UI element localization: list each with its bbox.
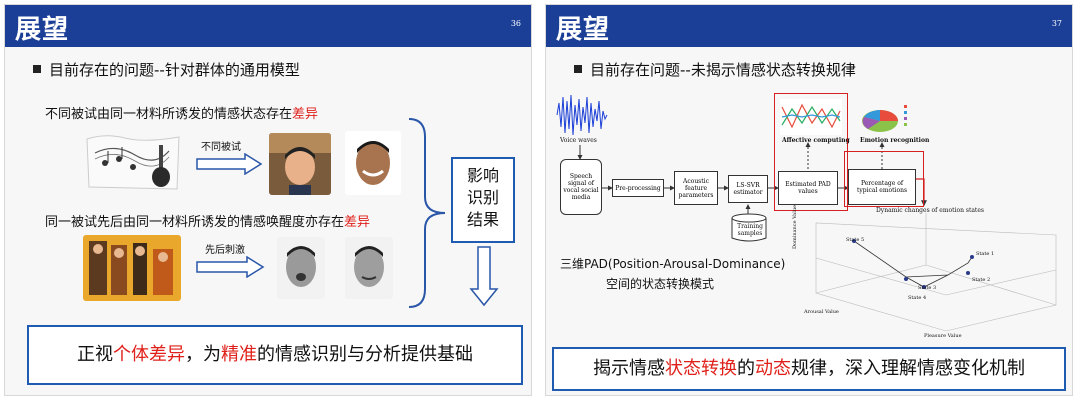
- pad-description-line-2: 空间的状态转换模式: [606, 277, 715, 291]
- bracket-icon: [408, 118, 446, 308]
- observation-1-highlight: 差异: [292, 107, 319, 122]
- subject-a-photo: [269, 133, 331, 195]
- bullet-point: 目前存在的问题--针对群体的通用模型: [33, 59, 300, 80]
- slide-36: 展望 36 目前存在的问题--针对群体的通用模型 不同被试由同一材料所诱发的情感…: [4, 4, 532, 396]
- voice-waveform-icon: [556, 94, 608, 136]
- bullet-point: 目前存在问题--未揭示情感状态转换规律: [574, 59, 856, 80]
- bullet-square-icon: [33, 65, 41, 73]
- affective-computing-thumbnail: [780, 99, 842, 135]
- impact-line-2: 识别: [466, 188, 499, 207]
- conclusion-highlight: 动态: [755, 358, 791, 379]
- slide-title: 展望: [556, 15, 611, 45]
- voice-waves-label: Voice waves: [560, 137, 597, 144]
- conclusion-part: 规律，深入理解情感变化机制: [791, 358, 1025, 379]
- flow-speech-signal: Speech signal of vocal social media: [560, 159, 602, 215]
- conclusion-part: 的: [737, 358, 755, 379]
- music-stimulus-image: [86, 135, 180, 190]
- state-2-label: State 2: [972, 277, 991, 283]
- page-number: 37: [1051, 19, 1062, 28]
- dynamic-changes-caption: Dynamic changes of emotion states: [876, 207, 984, 214]
- title-bar: 展望 37: [546, 5, 1072, 47]
- movie-poster-image: [83, 235, 181, 301]
- flow-preprocessing: Pre-processing: [612, 179, 664, 197]
- slide-37: 展望 37 目前存在问题--未揭示情感状态转换规律 Voice waves Sp…: [545, 4, 1073, 396]
- emotion-recognition-pie-thumbnail: [862, 105, 907, 132]
- flow-connectors: [577, 142, 927, 217]
- flow-estimated-pad: Estimated PAD values: [778, 171, 838, 205]
- state-4-label: State 4: [908, 295, 927, 301]
- arrow-2-label: 先后刺激: [205, 245, 245, 256]
- arrow-down-icon: [469, 246, 499, 307]
- subject-b-photo: [345, 131, 401, 195]
- arrow-right-icon: [196, 153, 263, 175]
- subject-state-2-photo: [345, 237, 393, 299]
- observation-1-text: 不同被试由同一材料所诱发的情感状态存在: [45, 107, 293, 122]
- flow-lssvr-estimator: LS-SVR estimator: [728, 175, 768, 203]
- affective-computing-frame: [774, 93, 848, 211]
- conclusion-part: ，为: [185, 344, 221, 365]
- training-samples-cylinder-icon: [731, 213, 767, 242]
- observation-2: 同一被试先后由同一材料所诱发的情感唤醒度亦存在差异: [45, 211, 370, 230]
- impact-line-1: 影响: [466, 166, 499, 185]
- slide-title: 展望: [15, 15, 70, 45]
- pad-3d-state-plot: [815, 213, 1057, 332]
- arousal-axis-label: Arousal Value: [804, 309, 839, 315]
- bullet-square-icon: [574, 65, 582, 73]
- conclusion-part: 揭示情感: [593, 358, 665, 379]
- conclusion-box: 正视个体差异，为精准的情感识别与分析提供基础: [27, 325, 523, 385]
- arrow-right-icon: [196, 256, 265, 278]
- conclusion-highlight: 个体差异: [113, 344, 185, 365]
- arrow-1-label: 不同被试: [201, 142, 241, 153]
- impact-box: 影响 识别 结果: [451, 157, 515, 243]
- observation-2-highlight: 差异: [344, 215, 371, 230]
- conclusion-highlight: 状态转换: [665, 358, 737, 379]
- conclusion-highlight: 精准: [221, 344, 257, 365]
- bullet-text: 目前存在问题--未揭示情感状态转换规律: [590, 61, 856, 79]
- dominance-axis-label: Dominance Value: [792, 204, 798, 249]
- subject-state-1-photo: [277, 237, 325, 299]
- state-3-label: State 3: [918, 285, 937, 291]
- observation-2-text: 同一被试先后由同一材料所诱发的情感唤醒度亦存在: [45, 215, 345, 230]
- title-bar: 展望 36: [5, 5, 531, 47]
- observation-1: 不同被试由同一材料所诱发的情感状态存在差异: [45, 103, 318, 122]
- conclusion-box: 揭示情感状态转换的动态规律，深入理解情感变化机制: [552, 347, 1066, 391]
- bullet-text: 目前存在的问题--针对群体的通用模型: [49, 61, 300, 79]
- pleasure-axis-label: Pleasure Value: [924, 333, 962, 339]
- page-number: 36: [510, 19, 521, 28]
- conclusion-part: 正视: [77, 344, 113, 365]
- impact-line-3: 结果: [466, 210, 499, 229]
- emotion-output-frame: [844, 151, 924, 207]
- flow-percentage-emotions: Percentage of typical emotions: [848, 169, 916, 205]
- training-samples-label: Training samples: [737, 223, 763, 237]
- affective-computing-label: Affective computing: [782, 137, 850, 144]
- emotion-recognition-label: Emotion recognition: [860, 137, 930, 144]
- state-1-label: State 1: [976, 251, 995, 257]
- state-5-label: State 5: [846, 237, 865, 243]
- flow-acoustic-features: Acoustic feature parameters: [674, 171, 718, 205]
- pad-description-line-1: 三维PAD(Position-Arousal-Dominance): [560, 257, 786, 271]
- conclusion-part: 的情感识别与分析提供基础: [257, 344, 473, 365]
